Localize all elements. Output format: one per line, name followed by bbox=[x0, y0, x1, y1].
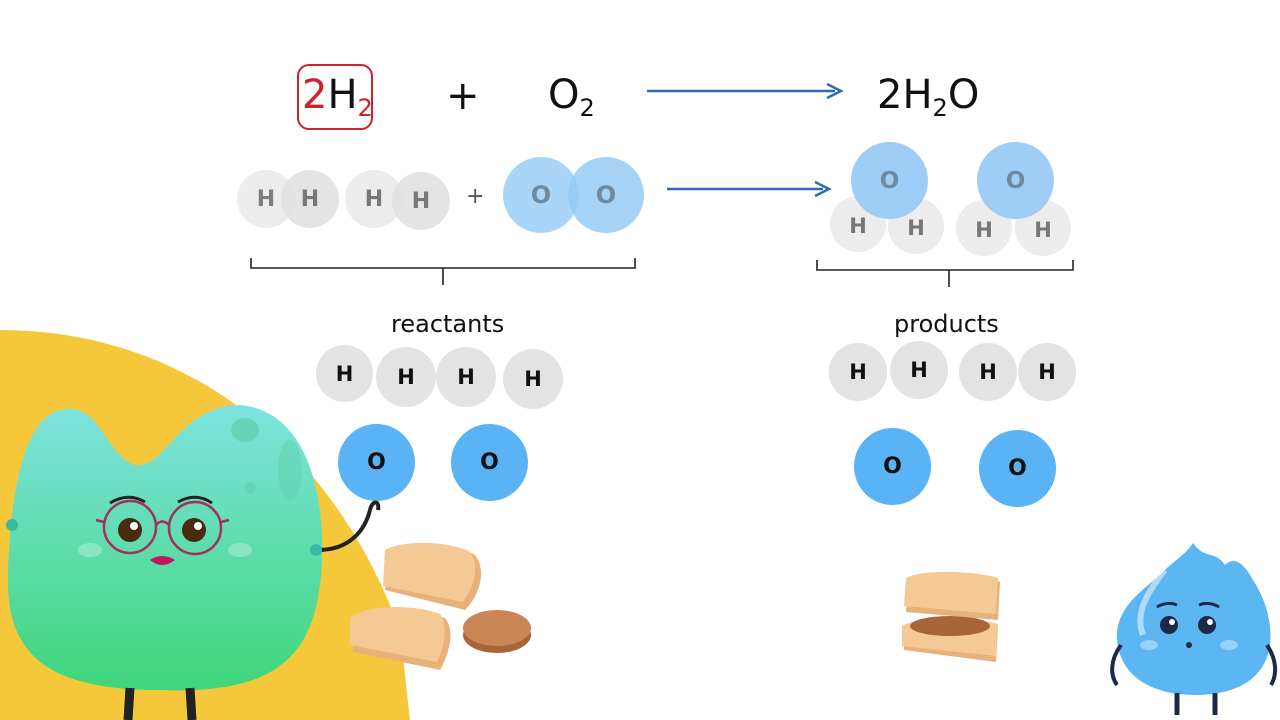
molecule-plus-sign: + bbox=[466, 184, 485, 209]
reactant-h2: 2H2 bbox=[302, 75, 373, 120]
product-o-letter: O bbox=[947, 72, 980, 118]
atom-letter: H bbox=[1038, 360, 1056, 384]
h2-molecule-1-atom-2: H bbox=[281, 170, 339, 228]
o2-molecule-atom-1: O bbox=[503, 157, 579, 233]
atom-letter: O bbox=[1008, 456, 1027, 481]
sandwich-ingredients bbox=[350, 542, 531, 670]
o2-molecule-atom-2: O bbox=[568, 157, 644, 233]
atom-letter: H bbox=[256, 186, 276, 212]
coefficient-2: 2 bbox=[302, 72, 328, 118]
atom-letter: H bbox=[907, 216, 925, 240]
products-label: products bbox=[894, 310, 999, 338]
water-1-o: O bbox=[851, 142, 928, 219]
atom-letter: O bbox=[1005, 167, 1026, 194]
products-brace bbox=[816, 260, 1074, 287]
reactant-o-atom-2: O bbox=[451, 424, 528, 501]
reactant-o2: O2 bbox=[548, 75, 595, 120]
atom-letter: H bbox=[1034, 218, 1052, 242]
atom-letter: O bbox=[530, 181, 552, 209]
reactants-label: reactants bbox=[391, 310, 505, 338]
product-coefficient: 2 bbox=[877, 72, 903, 118]
molecule-arrow bbox=[667, 180, 832, 198]
product-h2o: 2H2O bbox=[877, 75, 979, 120]
water-drop-character bbox=[1110, 543, 1278, 715]
product-h-atom-2: H bbox=[890, 341, 948, 399]
h2-molecule-2-atom-2: H bbox=[392, 172, 450, 230]
atom-letter: H bbox=[524, 367, 542, 391]
atom-letter: H bbox=[457, 365, 475, 389]
atom-letter: O bbox=[883, 454, 902, 479]
water-2-o: O bbox=[977, 142, 1054, 219]
atom-letter: H bbox=[397, 365, 415, 389]
atom-letter: H bbox=[300, 186, 320, 212]
water-1-h-1: H bbox=[830, 196, 886, 252]
atom-letter: O bbox=[367, 450, 386, 475]
atom-letter: H bbox=[910, 358, 928, 382]
h2-subscript: 2 bbox=[357, 94, 373, 122]
atom-letter: H bbox=[975, 218, 993, 242]
reactant-h-atom-4: H bbox=[503, 349, 563, 409]
reaction-arrow bbox=[647, 82, 844, 100]
reactant-h-atom-2: H bbox=[376, 347, 436, 407]
atom-letter: O bbox=[879, 167, 900, 194]
highlight-box bbox=[297, 64, 373, 130]
product-h-letter: H bbox=[902, 72, 933, 118]
product-o-atom-2: O bbox=[979, 430, 1056, 507]
o2-letter: O bbox=[548, 72, 580, 118]
product-subscript: 2 bbox=[932, 94, 948, 122]
atom-letter: H bbox=[849, 360, 867, 384]
reactants-brace bbox=[250, 258, 636, 285]
atom-letter: H bbox=[364, 186, 384, 212]
atom-letter: H bbox=[411, 188, 431, 214]
reactant-o-atom-1: O bbox=[338, 424, 415, 501]
atom-letter: H bbox=[849, 214, 867, 238]
atom-letter: H bbox=[335, 361, 354, 386]
o2-subscript: 2 bbox=[579, 94, 595, 122]
atom-letter: O bbox=[480, 450, 499, 475]
blob-character bbox=[6, 405, 381, 720]
atom-letter: H bbox=[979, 360, 997, 384]
product-h-atom-3: H bbox=[959, 343, 1017, 401]
product-h-atom-1: H bbox=[829, 343, 887, 401]
reactant-h-atom-1: H bbox=[316, 345, 373, 402]
product-h-atom-4: H bbox=[1018, 343, 1076, 401]
reactant-h-atom-3: H bbox=[436, 347, 496, 407]
plus-sign: + bbox=[446, 73, 480, 119]
atom-letter: O bbox=[595, 181, 617, 209]
sandwich-assembled bbox=[902, 571, 1000, 662]
h2-letter: H bbox=[327, 72, 358, 118]
product-o-atom-1: O bbox=[854, 428, 931, 505]
